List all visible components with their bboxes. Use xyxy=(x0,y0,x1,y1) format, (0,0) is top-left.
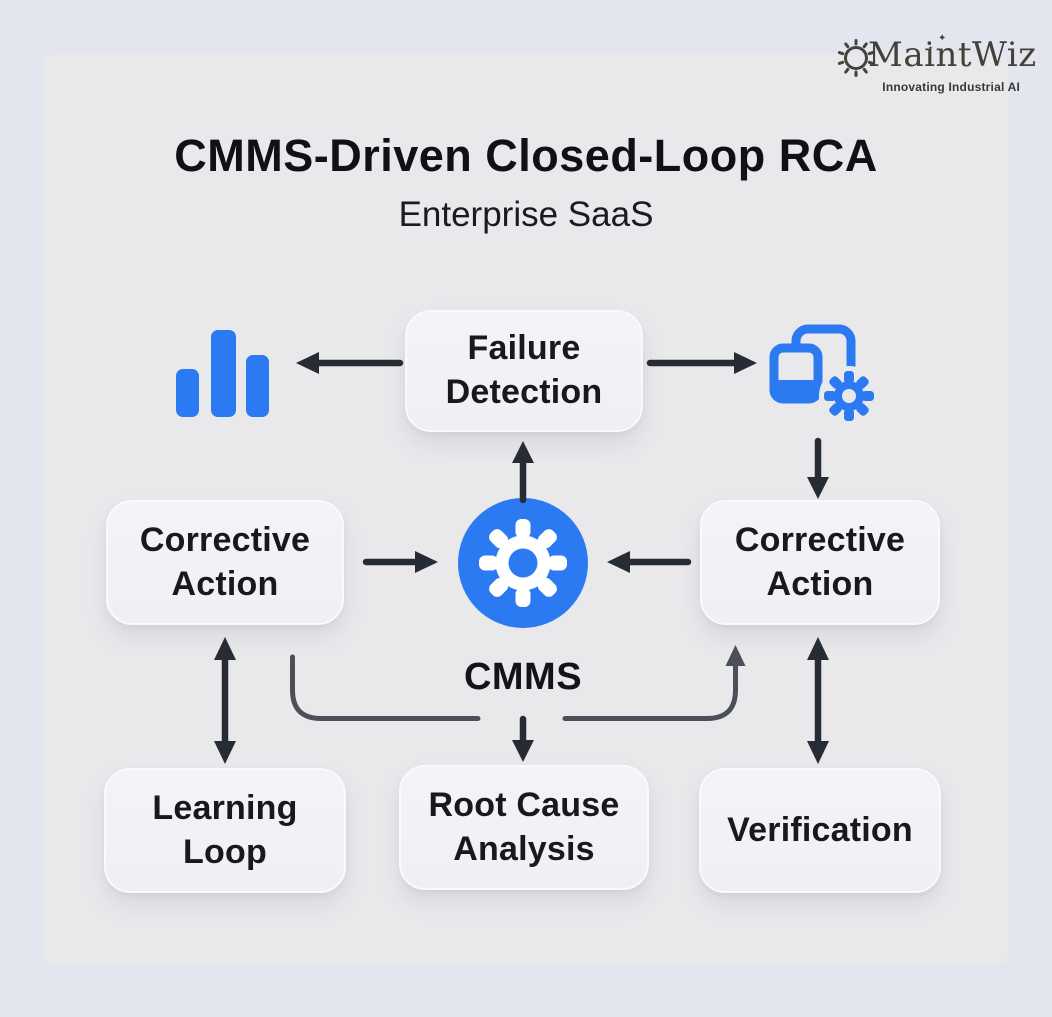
node-corrective-action-left: Corrective Action xyxy=(106,500,344,625)
logo-gear-icon xyxy=(837,39,875,77)
bar-chart-icon xyxy=(176,330,269,417)
page-title: CMMS-Driven Closed-Loop RCA xyxy=(174,130,878,181)
double-arrow-corrective-verification xyxy=(807,637,829,764)
arrow-cmms-to-rootcause xyxy=(512,715,534,762)
logo-tagline: Innovating Industrial AI xyxy=(882,80,1020,94)
page-subtitle: Enterprise SaaS xyxy=(398,195,654,234)
sparkle-icon: ✦ xyxy=(938,33,947,44)
node-verification: Verification xyxy=(699,768,941,893)
cmms-hub-icon xyxy=(458,498,588,628)
arrow-failure-to-devices xyxy=(646,352,757,374)
logo-name: MaintWiz xyxy=(868,35,1037,75)
devices-gear-icon xyxy=(769,324,879,426)
small-gear-icon xyxy=(824,371,874,421)
node-learning-loop: Learning Loop xyxy=(104,768,346,893)
logo-row: MaintWiz xyxy=(836,32,1037,78)
arrow-corrective-left-to-cmms xyxy=(362,551,438,573)
cmms-label: CMMS xyxy=(463,656,583,698)
maintwiz-logo: MaintWiz ✦ ✦ Innovating Industrial AI xyxy=(836,32,1036,104)
loop-arrowhead xyxy=(725,645,746,666)
gear-icon xyxy=(479,519,567,607)
arrow-corrective-right-to-cmms xyxy=(607,551,692,573)
node-corrective-action-right: Corrective Action xyxy=(700,500,940,625)
double-arrow-corrective-learning xyxy=(214,637,236,764)
node-failure-detection: Failure Detection xyxy=(405,310,643,432)
arrow-failure-to-chart xyxy=(296,352,404,374)
sparkle-icon: ✦ xyxy=(928,46,934,52)
arrow-cmms-to-failure xyxy=(512,441,534,504)
arrow-devices-to-corrective-right xyxy=(807,437,829,499)
node-root-cause-analysis: Root Cause Analysis xyxy=(399,765,649,890)
